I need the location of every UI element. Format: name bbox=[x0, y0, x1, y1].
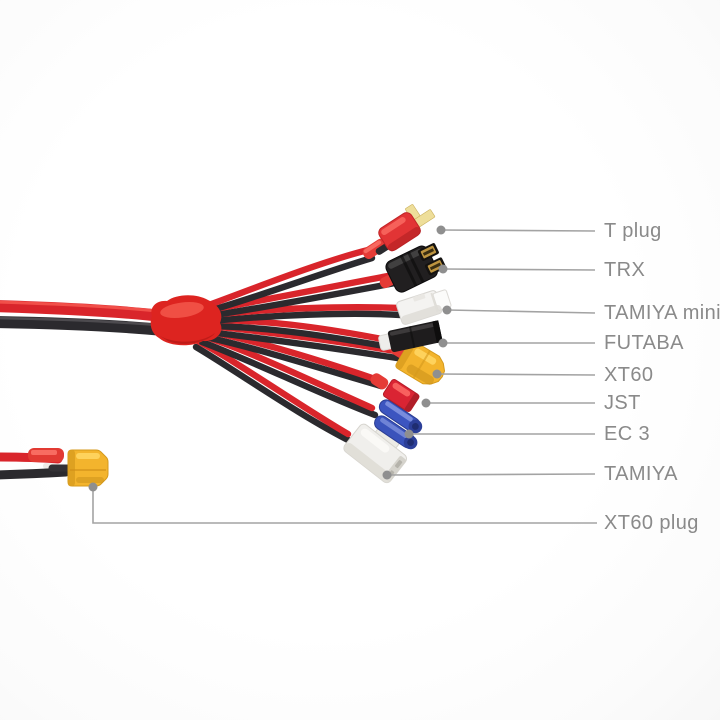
leader-dot-xt60 bbox=[432, 369, 442, 379]
leader-dot-futaba bbox=[438, 338, 448, 348]
xt60-plug-connector bbox=[0, 448, 109, 487]
label-xt60: XT60 bbox=[604, 364, 654, 386]
label-trx: TRX bbox=[604, 259, 646, 281]
label-ec3: EC 3 bbox=[604, 423, 651, 445]
ec3-connector bbox=[374, 399, 423, 450]
futaba-connector bbox=[378, 320, 443, 353]
leader-dot-t-plug bbox=[436, 225, 446, 235]
trx-connector bbox=[379, 243, 446, 293]
label-tamiya-mini: TAMIYA mini bbox=[604, 302, 720, 324]
label-jst: JST bbox=[604, 392, 641, 414]
leader-line-trx bbox=[442, 268, 596, 271]
leader-dot-trx bbox=[438, 264, 448, 274]
leader-line-xt60-plug bbox=[92, 490, 597, 524]
cable-junction bbox=[150, 295, 222, 346]
t-plug-connector bbox=[362, 204, 436, 260]
leader-line-tamiya-mini bbox=[446, 309, 596, 314]
label-xt60-plug: XT60 plug bbox=[604, 512, 699, 534]
leader-dot-tamiya bbox=[382, 470, 392, 480]
label-t-plug: T plug bbox=[604, 220, 662, 242]
leader-line-xt60 bbox=[436, 373, 596, 376]
leader-dot-jst bbox=[421, 398, 431, 408]
leader-lines bbox=[88, 225, 597, 524]
label-tamiya: TAMIYA bbox=[604, 463, 678, 485]
t-plug-cable bbox=[201, 246, 376, 316]
jst-connector bbox=[370, 373, 420, 412]
main-input-cable bbox=[0, 300, 170, 336]
leader-line-t-plug bbox=[440, 229, 596, 232]
leader-dot-xt60-plug bbox=[88, 482, 98, 492]
leader-dot-tamiya-mini bbox=[442, 305, 452, 315]
tamiya-mini-connector bbox=[396, 289, 452, 325]
leader-line-tamiya bbox=[386, 473, 596, 476]
leader-dot-ec3 bbox=[404, 429, 414, 439]
label-futaba: FUTABA bbox=[604, 332, 684, 354]
tamiya-cable bbox=[192, 337, 356, 446]
